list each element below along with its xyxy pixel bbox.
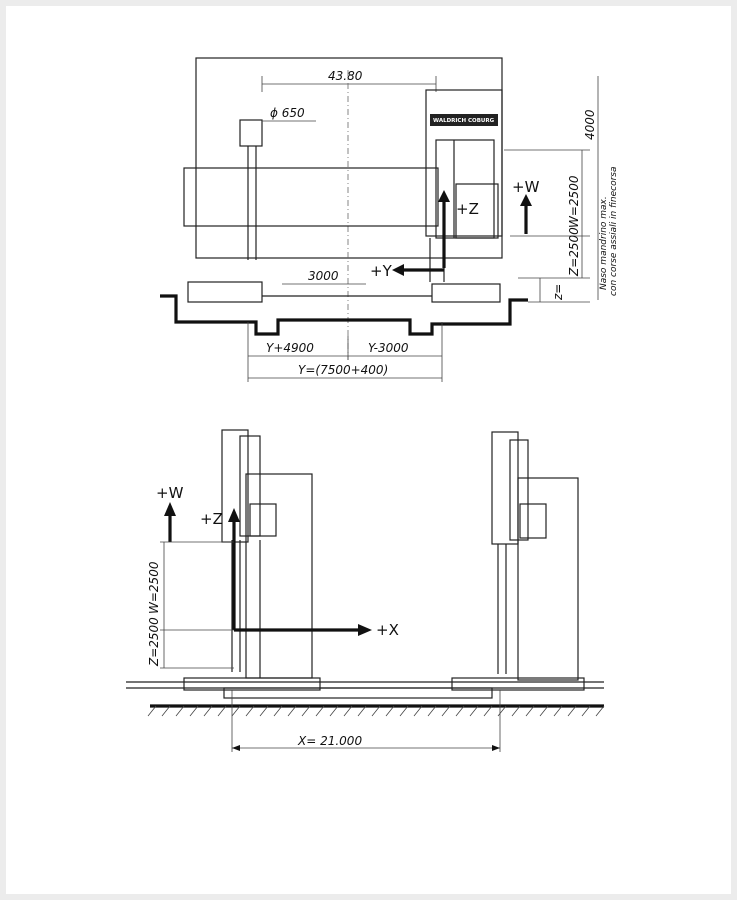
base-left <box>187 281 263 303</box>
ram-head <box>425 89 503 237</box>
label-x-side: +X <box>376 621 399 639</box>
brand-plate <box>430 114 498 126</box>
column-right <box>491 431 519 545</box>
dim-z-top-label: Z=2500 <box>567 227 581 277</box>
dim-y-plus-label: Y+4900 <box>266 341 314 355</box>
dim-w-top-label: W=2500 <box>567 175 581 228</box>
top-view: 43.80 ϕ 650 WALDRICH COBURG +Z +W +Y <box>160 57 619 382</box>
column-body-right <box>517 477 579 681</box>
dim-width-label: 43.80 <box>328 69 363 83</box>
dim-z-bottom-label: z= <box>551 284 565 301</box>
cross-rail <box>183 167 439 227</box>
note-line-1: Naso mandrino max. <box>599 196 609 290</box>
carriage-right <box>451 677 585 691</box>
note-line-2: con corse assiali in finecorsa <box>609 166 619 296</box>
base-right <box>431 283 501 303</box>
spindle-left <box>239 119 263 147</box>
dim-y-minus-label: Y-3000 <box>368 341 409 355</box>
dim-x-label: X= 21.000 <box>297 734 362 748</box>
dim-z-side-label: Z=2500 <box>147 617 161 667</box>
ground-hatch <box>147 705 605 717</box>
label-z-side: +Z <box>200 510 223 528</box>
label-z-top: +Z <box>456 200 479 218</box>
dim-diameter-label: ϕ 650 <box>270 106 305 120</box>
label-w-side: +W <box>156 484 184 502</box>
column-body-left <box>245 473 313 679</box>
dim-4000-label: 4000 <box>583 109 597 140</box>
side-view: +Z +W +X W=2500 Z=2500 <box>126 429 605 752</box>
label-w-top: +W <box>512 178 540 196</box>
brand-plate-text: WALDRICH COBURG <box>433 118 495 124</box>
floor-foundation <box>160 294 528 336</box>
dim-y-total-label: Y=(7500+400) <box>298 363 388 377</box>
dim-3000-label: 3000 <box>308 269 339 283</box>
carriage-left <box>183 677 321 691</box>
label-y-top: +Y <box>370 262 393 280</box>
dim-w-side-label: W=2500 <box>147 561 161 614</box>
